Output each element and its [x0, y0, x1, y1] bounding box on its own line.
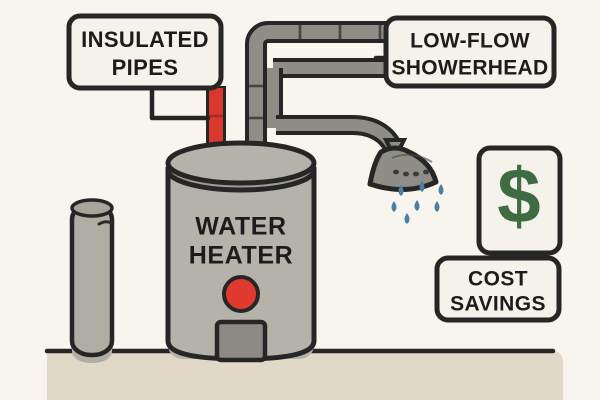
- side-tank-highlight: [97, 220, 113, 226]
- showerhead: [367, 138, 439, 193]
- callout-cost-savings[interactable]: COST SAVINGS: [434, 255, 562, 323]
- callout-dollar-badge[interactable]: $: [476, 145, 563, 256]
- leader-insulated-pipes: [149, 85, 211, 121]
- water-heater-label-line1: WATER: [195, 213, 286, 241]
- side-tank-top: [70, 198, 114, 218]
- side-tank: [69, 198, 115, 364]
- cost-savings-line2: SAVINGS: [450, 293, 546, 316]
- water-heater-top: [165, 140, 317, 186]
- water-droplets: [391, 181, 444, 224]
- showerhead-nozzles: [393, 169, 429, 177]
- low-flow-line2: SHOWERHEAD: [391, 57, 548, 80]
- low-flow-line1: LOW-FLOW: [410, 30, 530, 53]
- callout-insulated-pipes[interactable]: INSULATED PIPES: [66, 13, 224, 91]
- cost-savings-line1: COST: [468, 268, 528, 291]
- water-heater-control-panel[interactable]: [214, 319, 268, 363]
- water-heater-indicator-light[interactable]: [222, 275, 260, 313]
- insulated-pipes-line2: PIPES: [112, 55, 179, 80]
- water-heater-label-line2: HEATER: [189, 242, 294, 270]
- dollar-sign-icon: $: [497, 152, 540, 240]
- water-heater: WATER HEATER: [165, 140, 317, 363]
- callout-low-flow-showerhead[interactable]: LOW-FLOW SHOWERHEAD: [383, 15, 557, 89]
- insulated-pipes-line1: INSULATED: [81, 27, 209, 52]
